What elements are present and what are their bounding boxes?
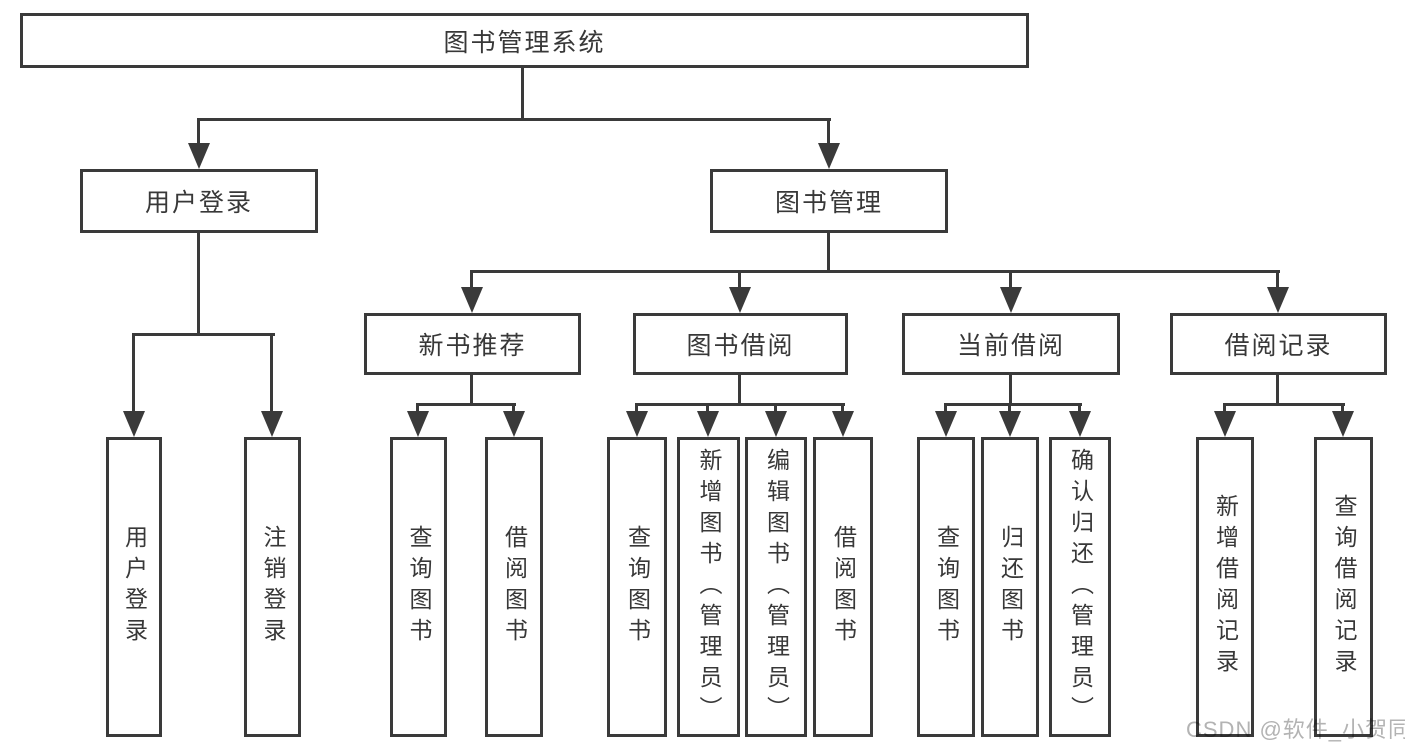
connector-level3-bus <box>470 270 1280 273</box>
leaf-nb-borrow-books: 借阅图书 <box>485 437 543 737</box>
arrow-stem-new-book-recommendation <box>470 270 473 290</box>
arrow-stem-book-management <box>827 118 830 146</box>
leaf-br-query-record: 查询借阅记录 <box>1314 437 1373 737</box>
leaf-logout: 注销登录 <box>244 437 301 737</box>
box-new-book-recommendation-label: 新书推荐 <box>418 332 527 360</box>
leaf-bb-query-books-label: 查询图书 <box>624 525 651 649</box>
box-borrowing-records: 借阅记录 <box>1170 313 1387 375</box>
arrow-head-cb-return-books <box>999 411 1021 437</box>
arrow-stem-borrowing-records <box>1276 270 1279 290</box>
leaf-br-add-record-label: 新增借阅记录 <box>1212 494 1239 680</box>
box-library-management-system: 图书管理系统 <box>20 13 1029 68</box>
arrow-head-current-borrowing <box>1000 287 1022 313</box>
connector-book-management-trunk <box>827 233 830 273</box>
arrow-stem-cb-confirm-return <box>1078 403 1081 413</box>
arrow-head-user-login <box>188 143 210 169</box>
leaf-nb-borrow-books-label: 借阅图书 <box>501 525 528 649</box>
arrow-head-nb-borrow-books <box>503 411 525 437</box>
arrow-head-br-add-record <box>1214 411 1236 437</box>
arrow-head-br-query-record <box>1332 411 1354 437</box>
leaf-bb-borrow-books: 借阅图书 <box>813 437 873 737</box>
leaf-cb-query-books-label: 查询图书 <box>933 525 960 649</box>
arrow-head-leaf-user-login <box>123 411 145 437</box>
box-book-management: 图书管理 <box>710 169 948 233</box>
leaf-cb-query-books: 查询图书 <box>917 437 975 737</box>
arrow-head-cb-confirm-return <box>1069 411 1091 437</box>
leaf-bb-add-books-admin-label: 新增图书（管理员） <box>696 447 722 727</box>
arrow-head-book-management <box>818 143 840 169</box>
arrow-stem-nb-query-books <box>416 403 419 413</box>
arrow-head-leaf-logout <box>261 411 283 437</box>
arrow-head-nb-query-books <box>407 411 429 437</box>
connector-borrowing-records-bus <box>1223 403 1345 406</box>
box-current-borrowing-label: 当前借阅 <box>956 332 1065 360</box>
csdn-watermark: CSDN @软件_小贺同学 <box>1186 717 1405 742</box>
arrow-head-borrowing-records <box>1267 287 1289 313</box>
leaf-bb-borrow-books-label: 借阅图书 <box>830 525 857 649</box>
leaf-user-login-label: 用户登录 <box>121 525 148 649</box>
connector-user-login-bus <box>132 333 275 336</box>
box-new-book-recommendation: 新书推荐 <box>364 313 581 375</box>
arrow-head-bb-add-books <box>697 411 719 437</box>
leaf-bb-query-books: 查询图书 <box>607 437 667 737</box>
connector-book-borrowing-bus <box>635 403 845 406</box>
leaf-bb-add-books-admin: 新增图书（管理员） <box>677 437 740 737</box>
arrow-stem-cb-return-books <box>1008 403 1011 413</box>
leaf-br-query-record-label: 查询借阅记录 <box>1331 494 1357 680</box>
connector-current-borrowing-bus <box>944 403 1082 406</box>
arrow-head-book-borrowing <box>729 287 751 313</box>
leaf-nb-query-books-label: 查询图书 <box>406 525 432 649</box>
arrow-head-cb-query-books <box>935 411 957 437</box>
arrow-stem-bb-borrow-books <box>841 403 844 413</box>
arrow-stem-br-add-record <box>1223 403 1226 413</box>
leaf-cb-confirm-return-admin-label: 确认归还（管理员） <box>1067 447 1094 727</box>
arrow-stem-leaf-logout <box>270 333 273 413</box>
leaf-br-add-record: 新增借阅记录 <box>1196 437 1254 737</box>
leaf-logout-label: 注销登录 <box>260 525 286 649</box>
arrow-stem-cb-query-books <box>944 403 947 413</box>
box-borrowing-records-label: 借阅记录 <box>1224 332 1333 360</box>
box-book-management-label: 图书管理 <box>774 189 883 217</box>
connector-borrowing-records-trunk <box>1276 375 1279 405</box>
connector-new-book-bus <box>416 403 516 406</box>
leaf-bb-edit-books-admin: 编辑图书（管理员） <box>745 437 807 737</box>
box-user-login: 用户登录 <box>80 169 318 233</box>
arrow-stem-nb-borrow-books <box>512 403 515 413</box>
box-library-management-system-label: 图书管理系统 <box>443 28 606 57</box>
arrow-stem-br-query-record <box>1341 403 1344 413</box>
arrow-stem-leaf-user-login <box>132 333 135 413</box>
leaf-cb-return-books-label: 归还图书 <box>997 525 1024 649</box>
box-current-borrowing: 当前借阅 <box>902 313 1120 375</box>
arrow-head-bb-borrow-books <box>832 411 854 437</box>
arrow-stem-bb-add-books <box>706 403 709 413</box>
arrow-head-new-book-recommendation <box>461 287 483 313</box>
leaf-user-login: 用户登录 <box>106 437 162 737</box>
connector-user-login-trunk <box>197 233 200 335</box>
leaf-bb-edit-books-admin-label: 编辑图书（管理员） <box>763 447 790 727</box>
connector-book-borrowing-trunk <box>738 375 741 405</box>
box-book-borrowing-label: 图书借阅 <box>686 332 795 360</box>
leaf-cb-confirm-return-admin: 确认归还（管理员） <box>1049 437 1111 737</box>
box-user-login-label: 用户登录 <box>144 189 253 217</box>
arrow-stem-bb-edit-books <box>774 403 777 413</box>
arrow-head-bb-query-books <box>626 411 648 437</box>
leaf-cb-return-books: 归还图书 <box>981 437 1039 737</box>
arrow-stem-bb-query-books <box>635 403 638 413</box>
connector-level2-bus <box>197 118 831 121</box>
connector-root-trunk <box>521 68 524 121</box>
arrow-stem-current-borrowing <box>1009 270 1012 290</box>
connector-new-book-trunk <box>470 375 473 405</box>
arrow-stem-book-borrowing <box>738 270 741 290</box>
box-book-borrowing: 图书借阅 <box>633 313 848 375</box>
arrow-head-bb-edit-books <box>765 411 787 437</box>
leaf-nb-query-books: 查询图书 <box>390 437 447 737</box>
connector-current-borrowing-trunk <box>1009 375 1012 405</box>
arrow-stem-user-login <box>197 118 200 146</box>
